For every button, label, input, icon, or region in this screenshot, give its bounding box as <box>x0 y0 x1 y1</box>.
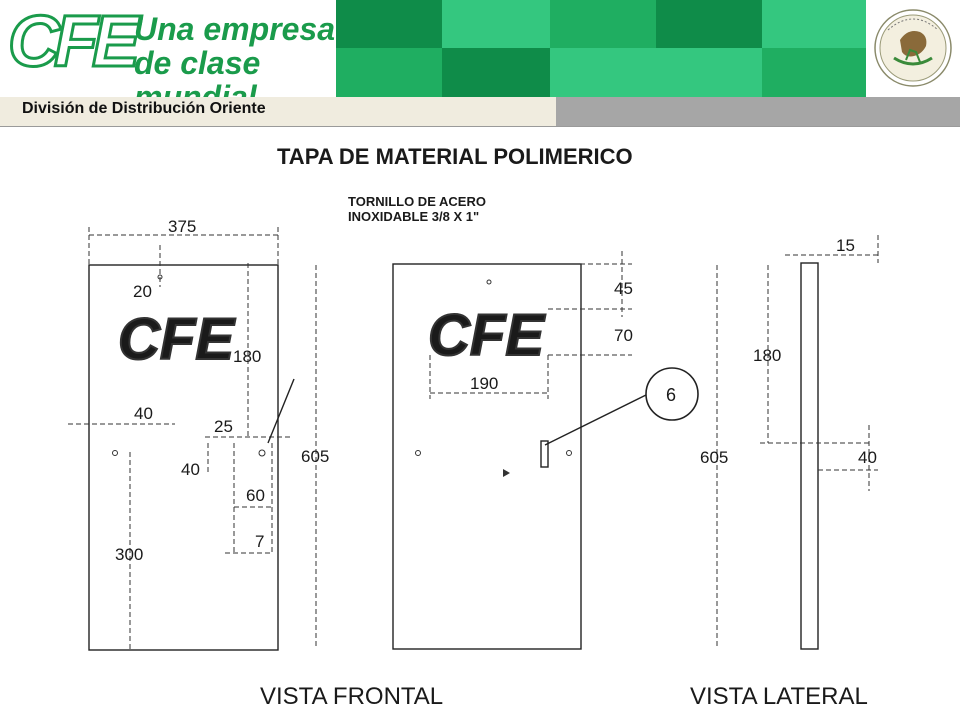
dim-side-thickness: 15 <box>836 236 855 255</box>
division-title: División de Distribución Oriente <box>22 100 266 117</box>
mosaic-tile <box>656 48 762 97</box>
hinge-hole <box>258 449 266 457</box>
dim-hinge-drop: 40 <box>181 460 200 479</box>
mosaic-tile <box>550 0 656 48</box>
technical-drawing: TAPA DE MATERIAL POLIMERICO TORNILLO DE … <box>68 144 880 710</box>
green-mosaic-banner <box>336 0 866 97</box>
side-view-label: VISTA LATERAL <box>690 683 868 710</box>
callout-leader <box>544 393 649 446</box>
mosaic-tile <box>762 48 866 97</box>
drawing-title: TAPA DE MATERIAL POLIMERICO <box>277 144 633 169</box>
gray-bar <box>556 97 960 126</box>
dim-logo-top: 45 <box>614 279 633 298</box>
mosaic-tile <box>442 48 550 97</box>
bolt-hole <box>112 450 118 456</box>
center-panel-outline <box>392 263 582 650</box>
dim-logo-box-height: 70 <box>614 326 633 345</box>
callout-number: 6 <box>666 385 676 405</box>
dim-logo-height: 180 <box>233 347 261 366</box>
dim-total-height: 605 <box>301 447 329 466</box>
mosaic-tile <box>762 0 866 48</box>
bolt-hole <box>566 450 572 456</box>
mexican-coat-of-arms-icon <box>866 0 960 97</box>
mosaic-tile <box>442 0 550 48</box>
cfe-logo: CFE <box>7 2 142 82</box>
dim-hinge-spacing: 60 <box>246 486 265 505</box>
side-panel-outline <box>800 262 819 650</box>
dim-lower-height: 300 <box>115 545 143 564</box>
front-view-label: VISTA FRONTAL <box>260 683 443 710</box>
bolt-hole <box>157 274 163 280</box>
screw-label-line-2: INOXIDABLE 3/8 X 1" <box>348 209 479 224</box>
front-panel-outline <box>88 264 279 651</box>
dim-side-offset: 40 <box>134 404 153 423</box>
dim-side-total-height: 605 <box>700 448 728 467</box>
dim-logo-width: 190 <box>470 374 498 393</box>
dim-top-offset: 20 <box>133 282 152 301</box>
dim-side-bottom: 40 <box>858 448 877 467</box>
mosaic-tile <box>336 0 442 48</box>
dim-hinge-small: 7 <box>255 532 264 551</box>
screw-marker <box>503 469 510 477</box>
hinge-pointer <box>267 378 295 444</box>
mosaic-tile <box>656 0 762 48</box>
dim-width: 375 <box>168 217 196 236</box>
dim-side-logo-height: 180 <box>753 346 781 365</box>
mosaic-tile <box>336 48 442 97</box>
center-panel-logo: CFE <box>428 303 546 368</box>
header: CFE Una empresa de clase mundial Divisió… <box>0 0 960 127</box>
dim-hinge-gap: 25 <box>214 417 233 436</box>
division-bar <box>0 97 556 126</box>
bolt-hole <box>415 450 421 456</box>
front-panel-logo: CFE <box>118 307 236 372</box>
logo-area: CFE Una empresa de clase mundial <box>0 0 336 114</box>
header-divider <box>0 126 960 127</box>
mosaic-tile <box>550 48 656 97</box>
bolt-hole <box>486 279 492 285</box>
slogan-line-1: Una empresa <box>134 11 335 47</box>
callout-circle <box>645 367 699 421</box>
screw-detail <box>540 440 549 468</box>
screw-label-line-1: TORNILLO DE ACERO <box>348 194 486 209</box>
